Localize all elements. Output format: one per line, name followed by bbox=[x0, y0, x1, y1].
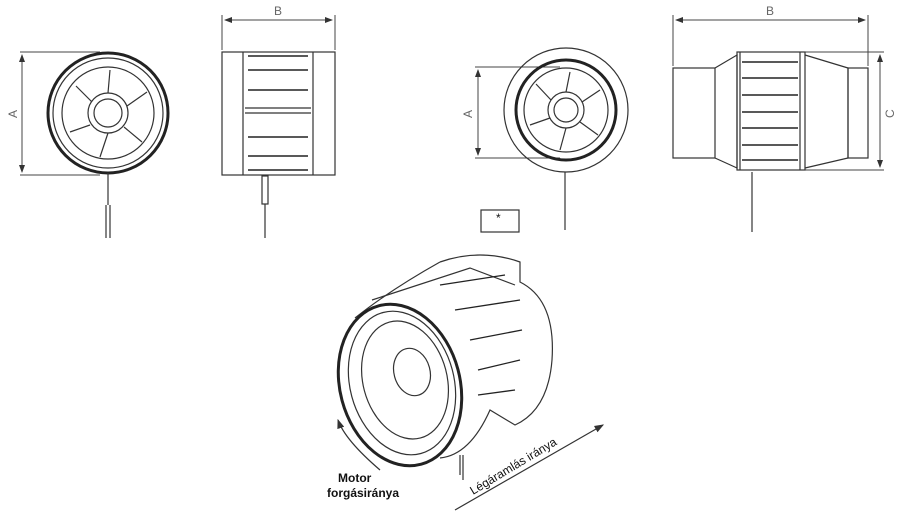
fan2-side-view: B C bbox=[672, 4, 897, 232]
airflow-direction-label: Légáramlás iránya bbox=[467, 435, 559, 498]
dimension-b2-label: B bbox=[766, 4, 774, 18]
fan2-front-view: A * bbox=[461, 47, 629, 233]
dimension-b-label: B bbox=[274, 4, 282, 18]
dimension-a2-label: A bbox=[461, 110, 475, 118]
dimension-a-label: A bbox=[6, 110, 20, 118]
fan1-front-view: A bbox=[6, 51, 170, 238]
motor-rotation-label-line1: Motor bbox=[338, 471, 372, 485]
motor-rotation-label-line2: forgásiránya bbox=[327, 486, 399, 500]
note-box-text: * bbox=[496, 211, 501, 225]
fan-perspective-view: Motor forgásiránya Légáramlás iránya bbox=[327, 254, 605, 511]
fan1-side-view: B bbox=[221, 4, 336, 238]
note-box bbox=[480, 209, 520, 233]
dimension-c-label: C bbox=[883, 109, 897, 118]
